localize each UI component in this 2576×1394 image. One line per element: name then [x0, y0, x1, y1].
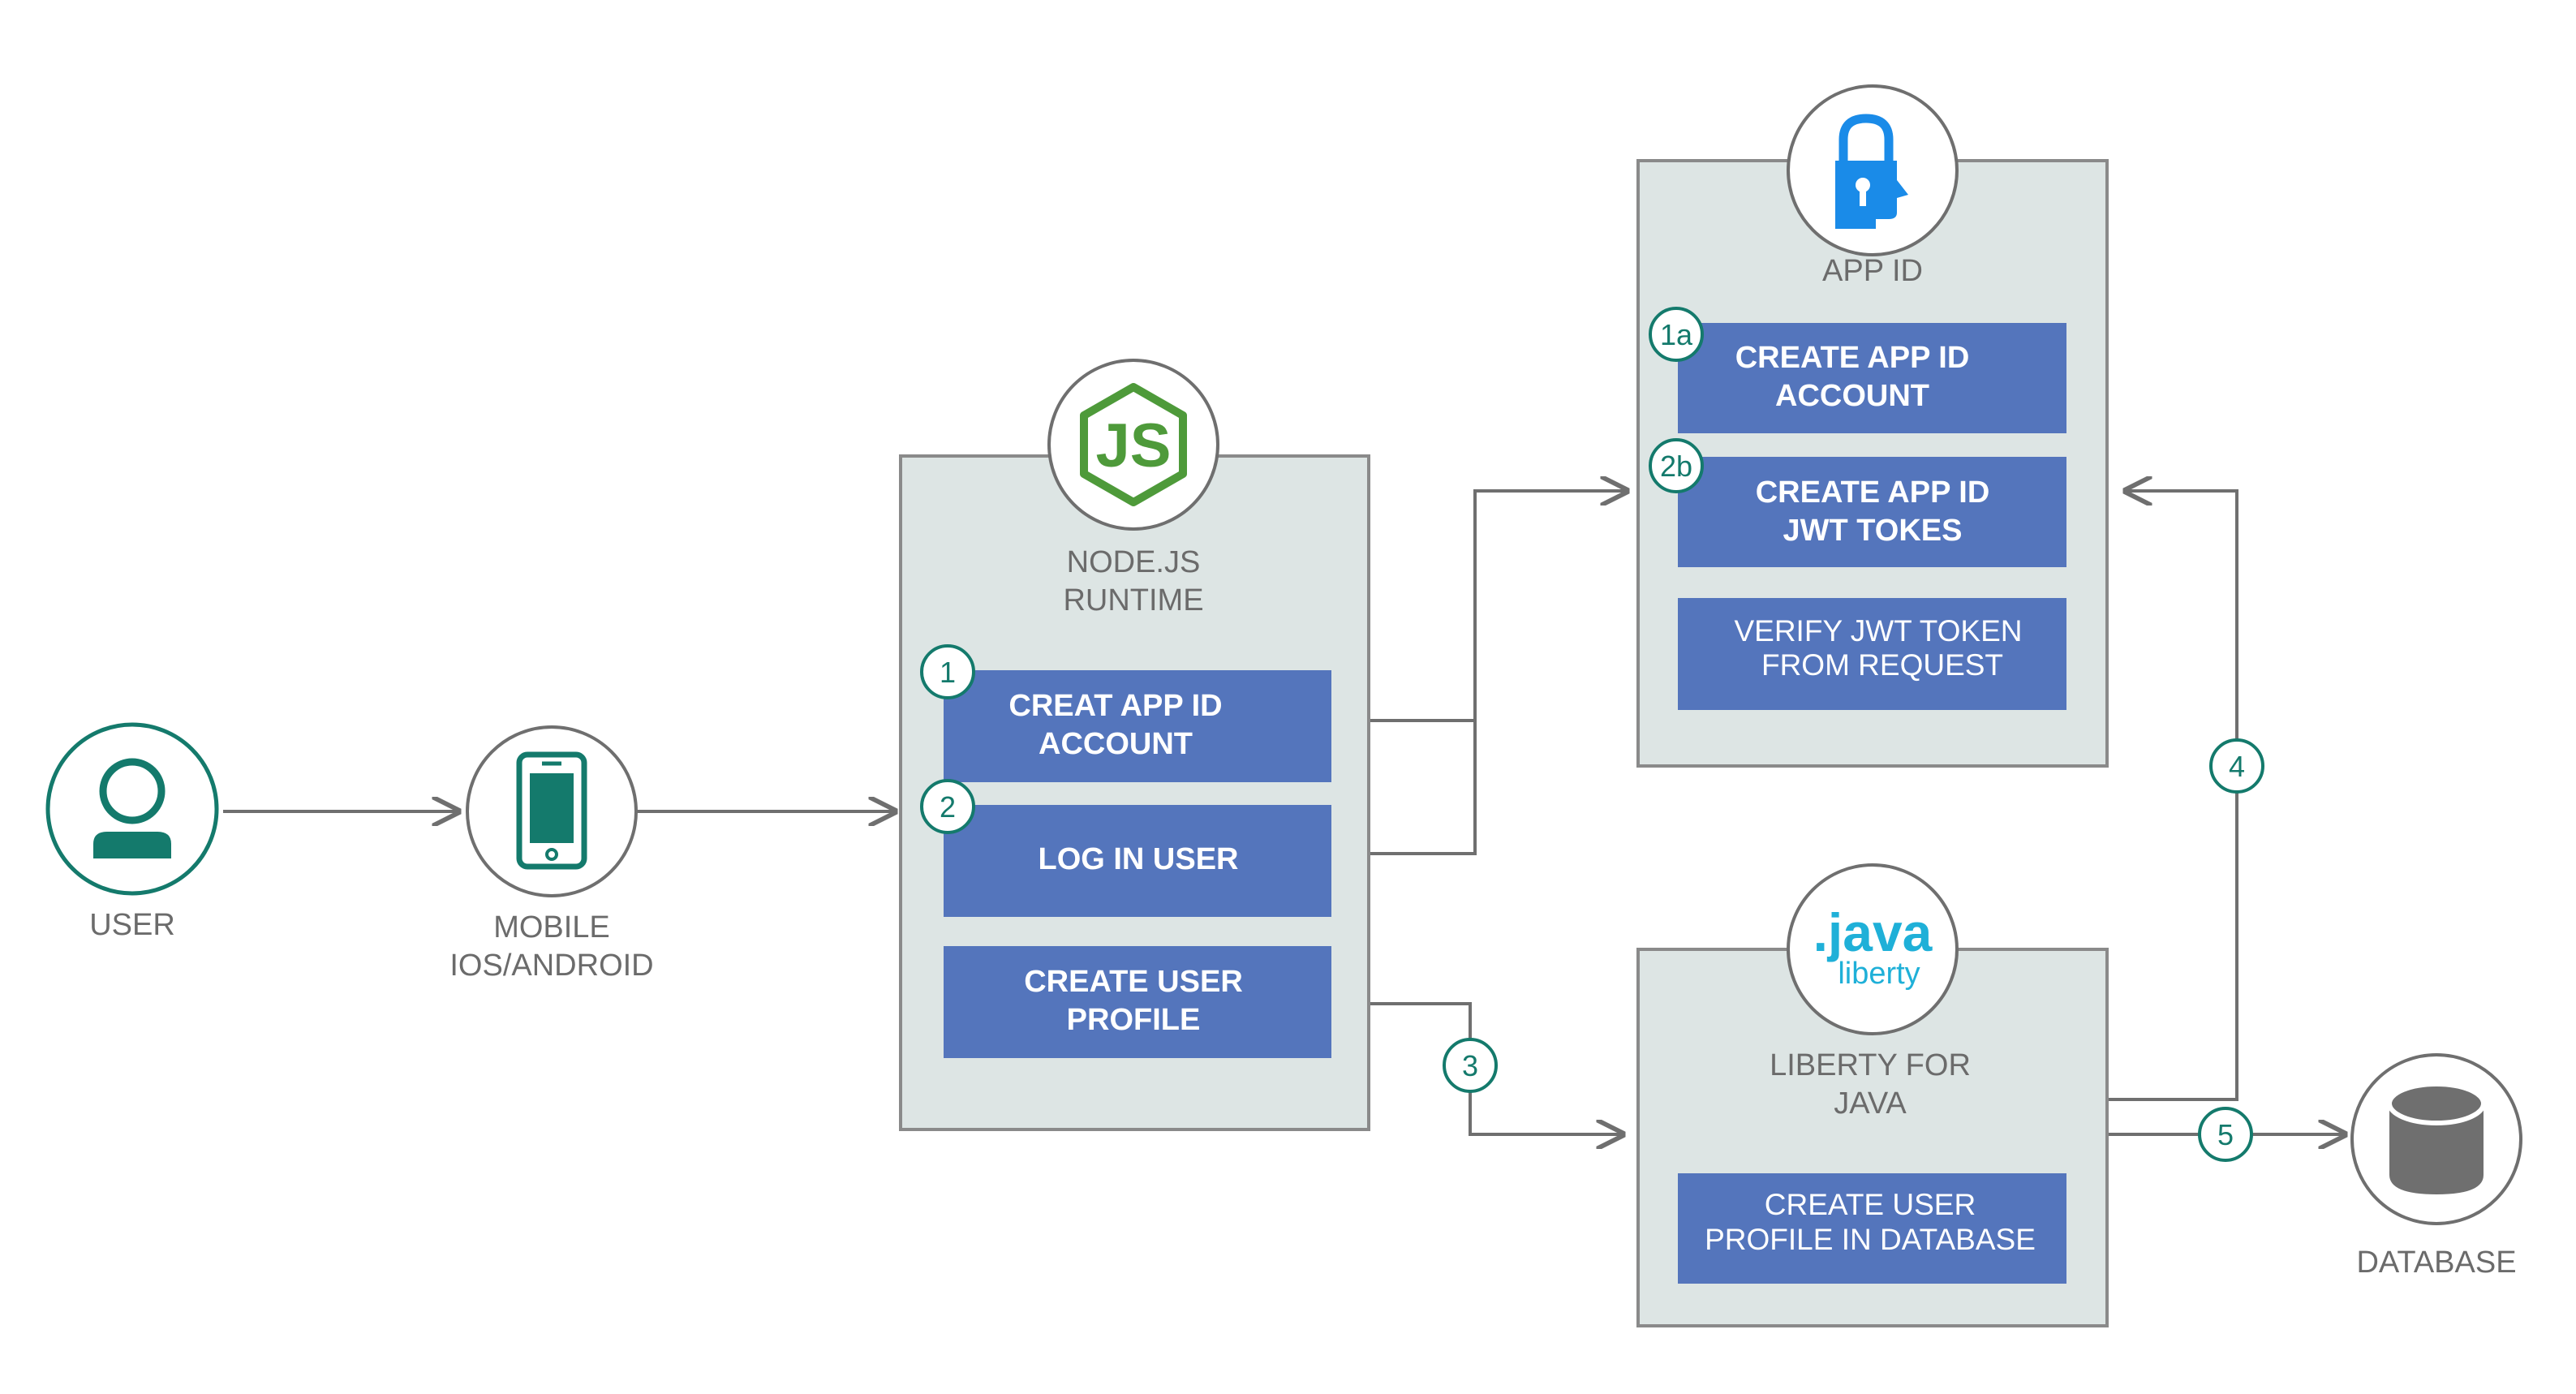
- database-node: DATABASE: [2350, 1053, 2522, 1280]
- liberty-panel: .java liberty LIBERTY FOR JAVA CREATE US…: [1636, 863, 2109, 1327]
- step-2b-number: 2b: [1660, 450, 1692, 483]
- nodejs-title-line2: RUNTIME: [1063, 583, 1203, 617]
- appid-title: APP ID: [1822, 254, 1923, 288]
- nodejs-box-login: [944, 805, 1331, 917]
- appid-box2-line2: JWT TOKES: [1783, 514, 1963, 548]
- appid-box1-line1: CREATE APP ID: [1735, 341, 1970, 375]
- step-5-number: 5: [2217, 1118, 2234, 1151]
- step-4-badge: [2209, 738, 2264, 794]
- database-label: DATABASE: [2356, 1246, 2516, 1280]
- liberty-logo-text: liberty: [1838, 957, 1920, 991]
- step-5-badge: [2198, 1107, 2253, 1162]
- connector-liberty-to-appid: [2107, 491, 2238, 1101]
- step-2-number: 2: [940, 790, 956, 824]
- liberty-box-line1: CREATE USER: [1765, 1188, 1976, 1221]
- liberty-title-line2: JAVA: [1834, 1086, 1907, 1121]
- nodejs-logo-text: JS: [1096, 411, 1172, 480]
- java-logo-text: .java: [1813, 902, 1933, 962]
- mobile-label-line1: MOBILE: [493, 910, 610, 944]
- appid-box3-line1: VERIFY JWT TOKEN: [1734, 614, 2022, 648]
- mobile-phone-icon: [516, 751, 587, 870]
- nodejs-box2-line1: LOG IN USER: [1038, 842, 1238, 876]
- appid-box3-line2: FROM REQUEST: [1761, 648, 2003, 682]
- connector-login-to-appid: [1339, 491, 1627, 855]
- step-5-marker: 5: [2198, 1107, 2253, 1162]
- step-1-badge: [920, 644, 975, 699]
- user-circle: [45, 722, 219, 896]
- lock-head-icon: [1835, 114, 1908, 229]
- step-4-marker: 4: [2209, 738, 2264, 794]
- user-icon: [93, 758, 171, 858]
- appid-panel: APP ID CREATE APP ID ACCOUNT 1a CREATE A…: [1636, 84, 2109, 768]
- step-3-number: 3: [1462, 1049, 1478, 1082]
- java-liberty-logo: .java liberty: [1813, 902, 1933, 991]
- user-label: USER: [89, 908, 175, 942]
- appid-box2-line1: CREATE APP ID: [1756, 475, 1990, 510]
- liberty-box-create-profile-db: [1678, 1173, 2066, 1284]
- database-cylinder-icon: [2387, 1082, 2486, 1194]
- nodejs-logo-circle: [1047, 359, 1219, 531]
- nodejs-box3-line2: PROFILE: [1067, 1003, 1201, 1037]
- step-4-number: 4: [2229, 750, 2245, 783]
- appid-box1-line2: ACCOUNT: [1775, 379, 1929, 413]
- appid-box-jwt-tokens: [1678, 457, 2066, 567]
- step-1a-badge: [1649, 307, 1704, 362]
- mobile-node: MOBILE IOS/ANDROID: [449, 725, 654, 983]
- nodejs-box-create-profile: [944, 946, 1331, 1058]
- step-3-badge: [1443, 1038, 1498, 1093]
- nodejs-box1-line2: ACCOUNT: [1039, 727, 1193, 761]
- mobile-label-line2: IOS/ANDROID: [449, 949, 653, 983]
- nodejs-box-create-account: [944, 670, 1331, 782]
- liberty-logo-circle: [1787, 863, 1959, 1035]
- step-2b-badge: [1649, 438, 1704, 493]
- liberty-title-line1: LIBERTY FOR: [1770, 1048, 1971, 1082]
- appid-box-verify-jwt: [1678, 598, 2066, 710]
- nodejs-logo-icon: JS: [1080, 383, 1187, 506]
- step-1-number: 1: [940, 656, 956, 689]
- step-2-badge: [920, 779, 975, 834]
- nodejs-title-line1: NODE.JS: [1067, 545, 1201, 579]
- nodejs-panel: JS NODE.JS RUNTIME CREAT APP ID ACCOUNT …: [899, 359, 1370, 1131]
- nodejs-box1-line1: CREAT APP ID: [1008, 689, 1222, 723]
- step-3-marker: 3: [1443, 1038, 1498, 1093]
- step-1a-number: 1a: [1660, 318, 1693, 351]
- appid-box-create-account: [1678, 323, 2066, 433]
- user-node: USER: [45, 722, 219, 942]
- nodejs-box3-line1: CREATE USER: [1024, 965, 1243, 999]
- liberty-box-line2: PROFILE IN DATABASE: [1705, 1223, 2036, 1256]
